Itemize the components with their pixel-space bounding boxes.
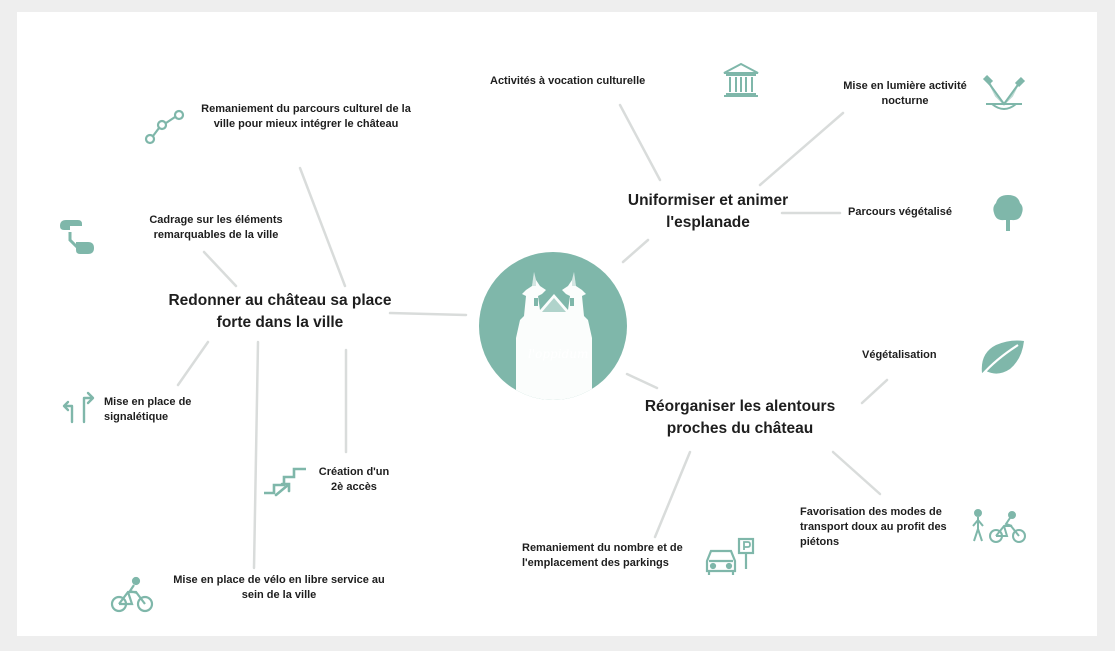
car-parking-icon bbox=[703, 537, 755, 579]
parcours-vegetalise-label: Parcours végétalisé bbox=[848, 206, 952, 218]
acces-label: Création d'un 2è accès bbox=[318, 466, 390, 493]
activites-label: Activités à vocation culturelle bbox=[490, 75, 646, 87]
theme-alentours-label: Réorganiser les alentours proches du châ… bbox=[644, 398, 836, 438]
spotlight-icon bbox=[982, 74, 1026, 116]
cadrage-label: Cadrage sur les éléments remarquables de… bbox=[149, 214, 283, 241]
lumiere-label: Mise en lumière activité nocturne bbox=[843, 80, 967, 107]
direction-arrows-icon bbox=[62, 388, 98, 424]
transport-label: Favorisation des modes de transport doux… bbox=[800, 506, 947, 548]
theme-esplanade-label: Uniformiser et animer l'esplanade bbox=[627, 192, 789, 232]
museum-icon bbox=[722, 61, 760, 97]
parkings-label: Remaniement du nombre et de l'emplacemen… bbox=[522, 542, 683, 569]
logo-text: l'oppidum bbox=[528, 347, 588, 361]
tree-icon bbox=[992, 193, 1024, 233]
pedestrian-cyclist-icon bbox=[970, 509, 1028, 545]
leaf-icon bbox=[978, 337, 1026, 377]
signaletique-label: Mise en place de signalétique bbox=[104, 396, 192, 423]
vegetalisation-label: Végétalisation bbox=[862, 349, 937, 361]
parcours-culturel-label: Remaniement du parcours culturel de la v… bbox=[201, 103, 411, 130]
route-nodes-icon bbox=[144, 107, 186, 145]
velo-label: Mise en place de vélo en libre service a… bbox=[173, 574, 385, 601]
stairs-arrow-icon bbox=[262, 463, 308, 497]
cyclist-icon bbox=[110, 575, 154, 613]
pointing-hand-icon bbox=[58, 218, 100, 258]
theme-chateau-label: Redonner au château sa place forte dans … bbox=[168, 292, 392, 332]
oppidum-logo: l'oppidum bbox=[476, 250, 630, 400]
